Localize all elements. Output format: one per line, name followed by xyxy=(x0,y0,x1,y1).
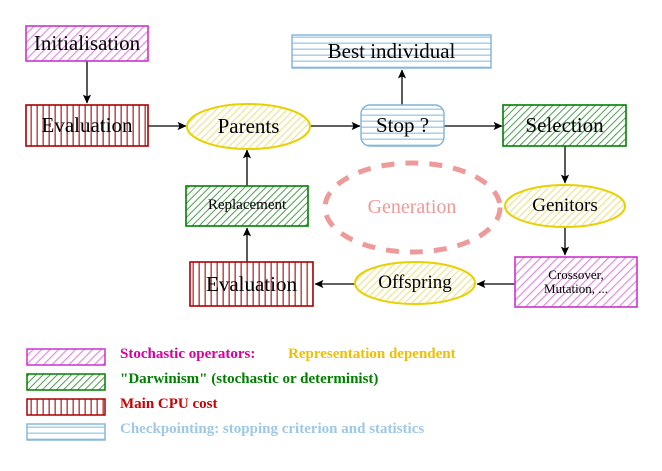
legend-label-main-cpu-cost: Main CPU cost xyxy=(120,396,218,412)
edge-group xyxy=(82,61,570,289)
node-replacement[interactable] xyxy=(185,185,309,227)
legend-swatch-checkpoint xyxy=(26,423,106,441)
node-label-generation: Generation xyxy=(367,196,457,218)
node-group xyxy=(25,25,638,308)
legend-label-darwinism: "Darwinism" (stochastic or determinist) xyxy=(120,371,379,387)
legend-swatch-cpu xyxy=(26,398,106,416)
node-initialisation[interactable] xyxy=(25,25,149,62)
node-offspring[interactable] xyxy=(354,261,476,305)
node-generation-boundary xyxy=(322,160,503,255)
node-best-individual[interactable] xyxy=(291,34,492,69)
legend-label-representation-dependent: Representation dependent xyxy=(288,346,456,362)
node-evaluation-top[interactable] xyxy=(25,104,149,147)
node-selection[interactable] xyxy=(502,104,627,147)
legend-label-stochastic-operators: Stochastic operators: xyxy=(120,346,256,362)
legend-label-checkpointing: Checkpointing: stopping criterion and st… xyxy=(120,421,425,437)
legend-swatch-darwinism xyxy=(26,373,106,391)
node-evaluation-bottom[interactable] xyxy=(189,261,314,307)
node-genitors[interactable] xyxy=(504,184,626,228)
node-stop[interactable] xyxy=(360,104,445,147)
node-crossover-mutation[interactable] xyxy=(514,256,638,308)
legend-swatch-group xyxy=(26,348,106,441)
legend-swatch-stochastic xyxy=(26,348,106,366)
node-parents[interactable] xyxy=(186,103,311,150)
